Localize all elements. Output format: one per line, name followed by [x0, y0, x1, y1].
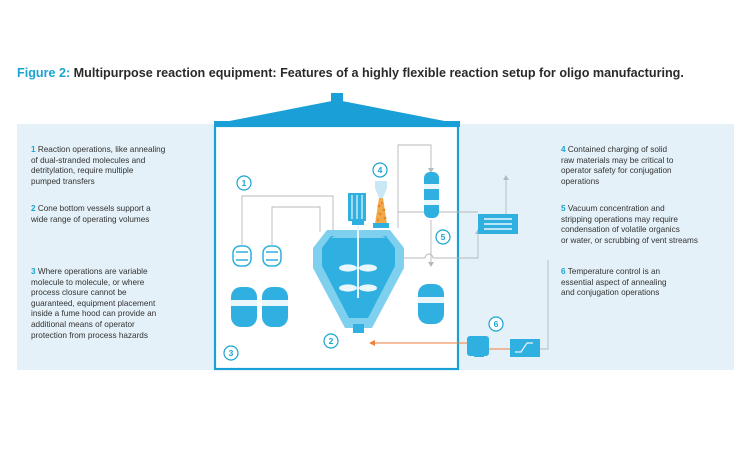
- badge-3-icon: 3: [223, 345, 239, 361]
- badge-5-icon: 5: [435, 229, 451, 245]
- note-1-line: detritylation, require multiple: [31, 166, 134, 176]
- condenser: [424, 172, 439, 218]
- note-3-line: process closure cannot be: [31, 288, 127, 298]
- badge-1-icon: 1: [236, 175, 252, 191]
- transfer-line-1: [241, 195, 334, 245]
- svg-text:2: 2: [329, 336, 334, 346]
- vacuum-pump: [478, 214, 518, 234]
- receiver-tank: [418, 284, 444, 324]
- svg-text:6: 6: [494, 319, 499, 329]
- temperature-control-unit: [510, 339, 540, 357]
- note-2: 2 Cone bottom vessels support a wide ran…: [31, 204, 151, 225]
- note-5: 5 Vacuum concentration and stripping ope…: [561, 204, 698, 246]
- note-1: 1 Reaction operations, like annealing of…: [31, 145, 165, 187]
- solids-charging-port: [348, 193, 366, 221]
- hood-roof: [214, 100, 460, 124]
- feed-tank-2: [262, 287, 288, 327]
- hood-roof-band: [214, 121, 460, 127]
- note-1-line: of dual-stranded molecules and: [31, 155, 146, 165]
- svg-text:1: 1: [242, 178, 247, 188]
- note-6-number: 6: [561, 267, 566, 276]
- svg-text:4: 4: [378, 165, 383, 175]
- transfer-line-2: [271, 206, 321, 245]
- note-2-number: 2: [31, 204, 36, 213]
- vacuum-line: [398, 234, 479, 259]
- note-3-line: additional means of operator: [31, 319, 135, 329]
- transfer-pump-2: [262, 245, 282, 267]
- note-4-number: 4: [561, 145, 566, 154]
- note-3-number: 3: [31, 267, 36, 276]
- note-6-line: and conjugation operations: [561, 288, 660, 298]
- note-1-line: pumped transfers: [31, 176, 95, 186]
- note-6: 6 Temperature control is an essential as…: [561, 267, 667, 299]
- note-3-line: protection from process hazards: [31, 330, 148, 340]
- badge-4-icon: 4: [372, 162, 388, 178]
- note-6-line: Temperature control is an: [565, 267, 661, 276]
- note-3-line: inside a fume hood can provide an: [31, 309, 157, 319]
- svg-text:3: 3: [229, 348, 234, 358]
- figure-label: Figure 2:: [17, 66, 71, 80]
- note-3-line: Where operations are variable: [35, 267, 148, 276]
- note-3-line: guaranteed, equipment placement: [31, 298, 156, 308]
- note-3: 3 Where operations are variable molecule…: [31, 267, 156, 341]
- note-5-line: stripping operations may require: [561, 214, 678, 224]
- left-notes-panel: [17, 124, 215, 370]
- tcu-line: [540, 260, 549, 350]
- note-1-number: 1: [31, 145, 36, 154]
- svg-text:5: 5: [441, 232, 446, 242]
- note-5-line: Vacuum concentration and: [565, 204, 665, 213]
- hood-chimney: [331, 93, 343, 104]
- condenser-line: [397, 144, 432, 228]
- feed-tank-1: [231, 287, 257, 327]
- right-notes-panel: [458, 124, 734, 370]
- cone-bottom-reactor: [313, 219, 404, 333]
- solids-hopper: [373, 181, 389, 228]
- note-4-line: raw materials may be critical to: [561, 155, 674, 165]
- note-4-line: Contained charging of solid: [565, 145, 668, 154]
- figure-title: Figure 2: Multipurpose reaction equipmen…: [17, 66, 737, 80]
- note-4-line: operator safety for conjugation: [561, 166, 672, 176]
- note-3-line: molecule to molecule, or where: [31, 277, 145, 287]
- note-5-line: condensation of volatile organics: [561, 225, 680, 235]
- note-5-number: 5: [561, 204, 566, 213]
- note-2-line: wide range of operating volumes: [31, 214, 150, 224]
- badge-6-icon: 6: [488, 316, 504, 332]
- transfer-pump-1: [232, 245, 252, 267]
- note-6-line: essential aspect of annealing: [561, 277, 667, 287]
- note-2-line: Cone bottom vessels support a: [35, 204, 151, 213]
- badge-2-icon: 2: [323, 333, 339, 349]
- circulation-pump: [467, 336, 489, 357]
- note-5-line: or water, or scrubbing of vent streams: [561, 235, 698, 245]
- note-1-line: Reaction operations, like annealing: [35, 145, 166, 154]
- note-4-line: operations: [561, 176, 600, 186]
- figure-caption: Multipurpose reaction equipment: Feature…: [70, 66, 684, 80]
- note-4: 4 Contained charging of solid raw materi…: [561, 145, 673, 187]
